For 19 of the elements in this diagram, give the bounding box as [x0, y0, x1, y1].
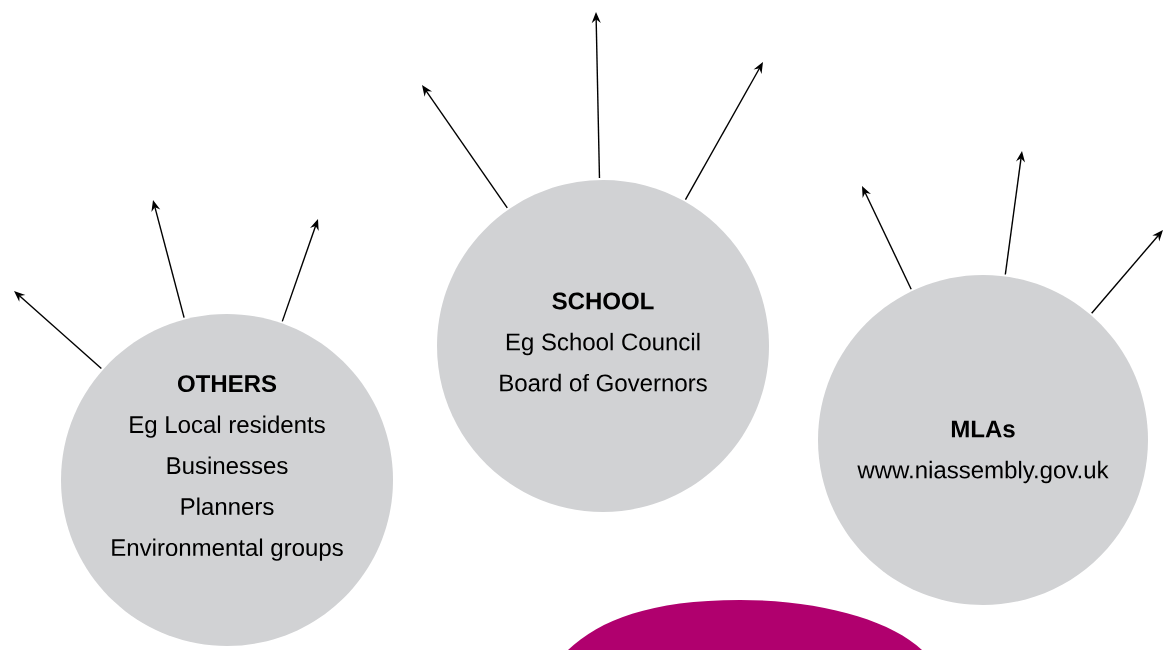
label: Eg Local residents [130, 415, 325, 438]
label: Eg School Council [506, 332, 700, 356]
arrow [422, 85, 508, 209]
circle [437, 180, 769, 512]
blob-shape [568, 600, 922, 650]
heading: OTHERS [178, 375, 277, 393]
arrow [862, 186, 912, 290]
label: Businesses [167, 456, 288, 475]
label: Board of Governors [500, 373, 707, 392]
heading: MLAs [951, 420, 1015, 438]
heading: SCHOOL [552, 292, 654, 310]
label: Environmental groups [112, 538, 343, 561]
arrow [684, 62, 763, 201]
label: Planners [181, 497, 274, 516]
circle [818, 275, 1148, 605]
circle [61, 314, 393, 646]
label: www.niassembly.gov.uk [857, 460, 1109, 484]
arrow [1091, 230, 1163, 314]
arrow [14, 291, 103, 370]
